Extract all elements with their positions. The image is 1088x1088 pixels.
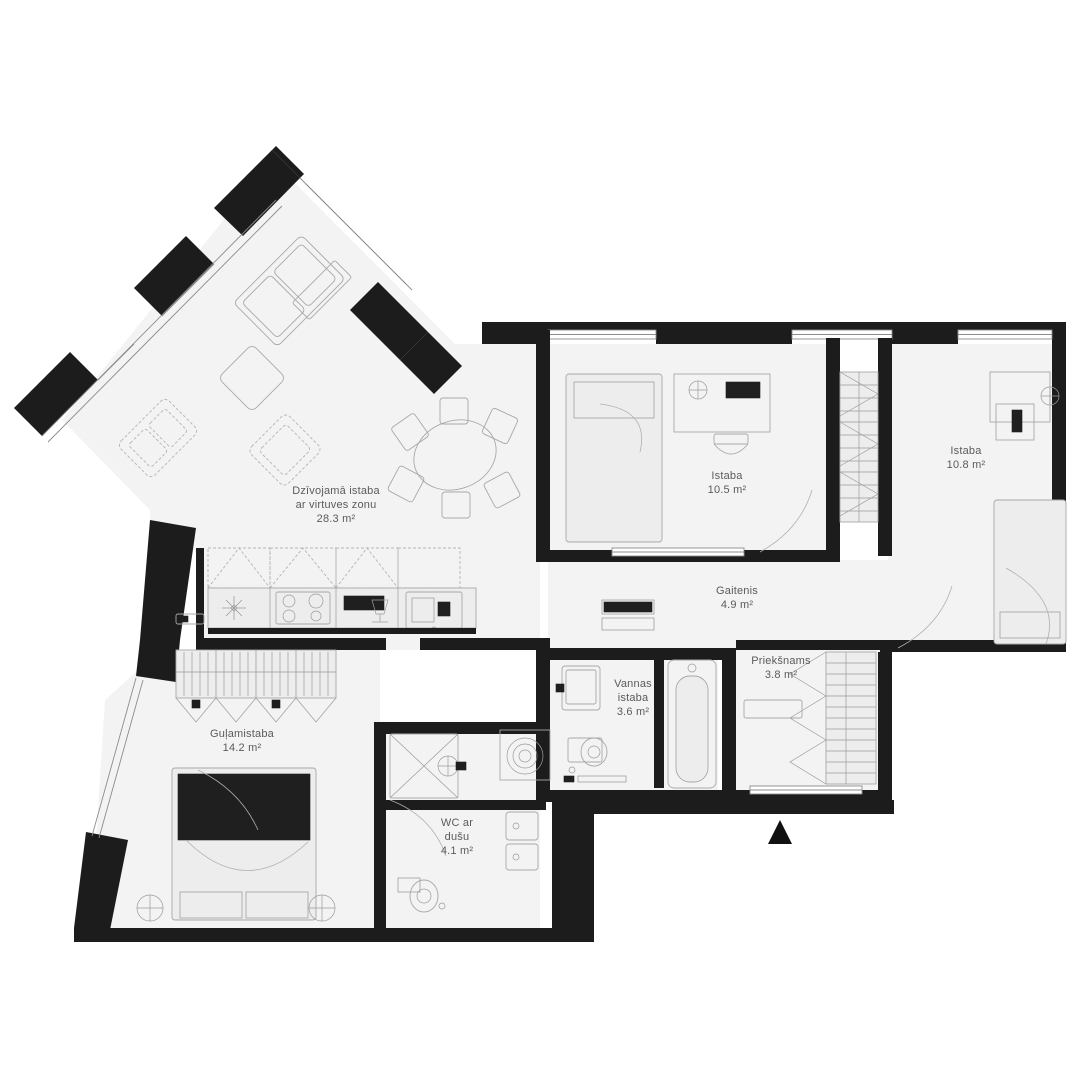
room-label-entry-area: 3.8 m² (765, 669, 798, 681)
triangle-entry-icon (768, 820, 792, 844)
room-label-bedroom-area: 14.2 m² (223, 742, 262, 754)
washing-machine-icon (499, 729, 551, 781)
desk-lamp-icon (688, 380, 708, 400)
hall-details (601, 599, 655, 631)
room-label-hall-area: 4.9 m² (721, 599, 754, 611)
room-label-living-area: 28.3 m² (317, 513, 356, 525)
bathroom-fixtures (499, 659, 717, 789)
entry-storage (743, 651, 877, 844)
room-label-bathroom-name2: istaba (618, 692, 649, 704)
room-label-bathroom-name: Vannas (614, 678, 652, 690)
room-label-room-right-name: Istaba (950, 445, 982, 457)
bath-toilet-icon (567, 737, 608, 774)
bed-icon (171, 767, 317, 921)
room-label-wc-name2: dušu (445, 831, 470, 843)
room-label-living-name: Dzīvojamā istaba (292, 485, 380, 497)
room-label-bathroom-area: 3.6 m² (617, 706, 650, 718)
room-label-room-right-area: 10.8 m² (947, 459, 986, 471)
radiator-icon-2 (308, 894, 336, 922)
window-north-2 (791, 329, 893, 340)
room-left-wardrobe-icon (839, 371, 879, 523)
entry-wardrobe-icon (789, 651, 877, 785)
bath-sink-icon (555, 665, 601, 711)
room-label-living-name2: ar virtuves zonu (296, 499, 377, 511)
bedroom-furniture (136, 613, 337, 922)
kitchen (207, 547, 477, 634)
toilet-icon (397, 877, 446, 913)
wc-sink-icon (505, 811, 539, 871)
room-label-bedroom-name: Guļamistaba (210, 728, 275, 740)
window-north-1 (547, 329, 657, 340)
wc-fixtures (389, 733, 539, 913)
room-label-hall-name: Gaitenis (716, 585, 758, 597)
shower-icon (437, 755, 467, 777)
wardrobe-icon (175, 649, 337, 723)
desk-chair-icon (713, 433, 749, 455)
window-north-3 (957, 329, 1053, 340)
room-label-room-left-area: 10.5 m² (708, 484, 747, 496)
exterior-walls (14, 146, 1066, 942)
room-label-room-left-name: Istaba (711, 470, 743, 482)
room-right-lamp-icon (1040, 386, 1060, 406)
room-label-wc-area: 4.1 m² (441, 845, 474, 857)
dining-table-icon (387, 397, 521, 519)
room-left-furniture (565, 371, 879, 557)
radiator-icon (136, 894, 164, 922)
bathtub-icon (667, 659, 717, 789)
room-left-bed-icon (565, 373, 663, 543)
window-diagonal-nw (97, 263, 215, 381)
small-appliance-icon (371, 599, 389, 623)
room-labels: Dzīvojamā istaba ar virtuves zonu 28.3 m… (210, 445, 985, 857)
room-label-wc-name: WC ar (441, 817, 473, 829)
room-right-furniture (897, 371, 1067, 649)
stove-icon (275, 591, 331, 625)
sink-icon (222, 596, 246, 620)
living-room-furniture (119, 236, 521, 519)
room-label-entry-name: Priekšnams (751, 655, 811, 667)
